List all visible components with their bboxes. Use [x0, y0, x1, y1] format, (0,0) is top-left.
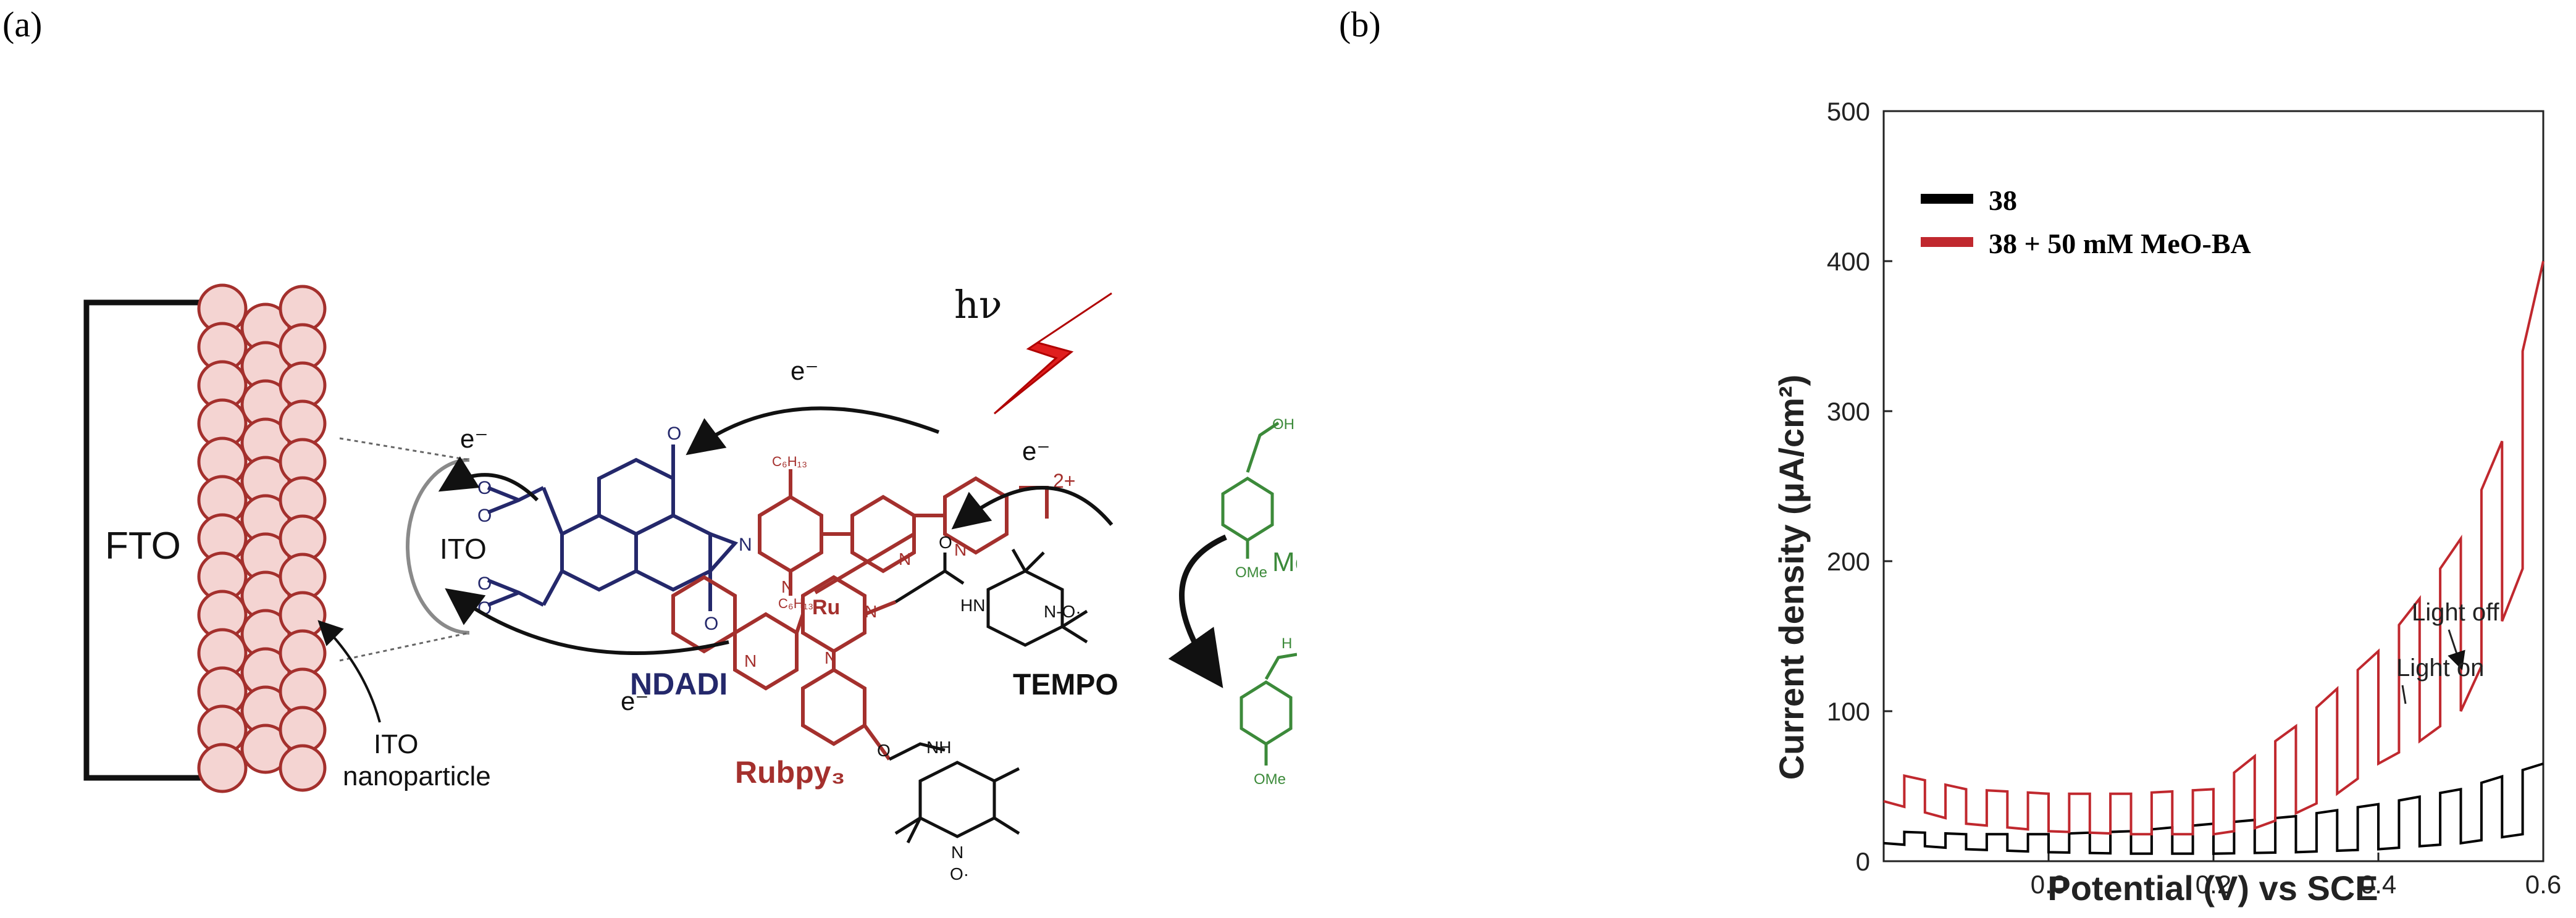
- annotation-light-on-label: Light on: [2396, 654, 2484, 682]
- y-tick-label-4: 400: [1827, 247, 1870, 276]
- x-tick-label-2: 0.4: [2360, 870, 2396, 899]
- meoba-h: H: [1282, 635, 1292, 652]
- ndadi-o1: O: [477, 478, 492, 498]
- arrow-tempo-to-rubpy: [951, 486, 1114, 530]
- rubpy-n3: N: [781, 577, 794, 596]
- ito-particle-stack: [197, 283, 327, 793]
- electron-label-4: e⁻: [1022, 436, 1051, 465]
- electron-label-3: e⁻: [621, 686, 649, 716]
- x-tick-label-1: 0.2: [2196, 870, 2231, 899]
- arrow-rubpy-to-ito: [445, 588, 729, 655]
- annotation-light-off-label: Light off: [2412, 599, 2499, 626]
- ru-label: Ru: [812, 596, 840, 619]
- c6h13-top: C₆H₁₃: [772, 454, 807, 469]
- panel-b-label: (b): [1339, 4, 1381, 44]
- lightning-bolt-icon: [993, 292, 1112, 415]
- rubpy-structure: [671, 469, 1009, 761]
- ito-label: ITO: [440, 533, 487, 565]
- oxidation-arrow: [1168, 534, 1227, 688]
- tempo-no: N-O·: [1044, 602, 1081, 621]
- meoba-ome1: OMe: [1235, 564, 1267, 581]
- annotation-light-on-arrow: [2401, 685, 2407, 704]
- rubpy-n1: N: [899, 549, 911, 569]
- arrow-rubpy-to-ndadi: [686, 406, 940, 456]
- legend-label-38: 38: [1989, 185, 2017, 216]
- ndadi-n: N: [739, 535, 752, 555]
- plot-area: [1882, 110, 2545, 862]
- x-tick-label-3: 0.6: [2525, 870, 2561, 899]
- tempo-o1: O: [939, 533, 952, 552]
- rubpy-n5: N: [824, 648, 837, 667]
- tempo-o2: O: [877, 741, 891, 760]
- series-line-0: [1883, 762, 2544, 855]
- ito-particle-36: [197, 743, 248, 793]
- y-tick-label-3: 300: [1827, 397, 1870, 426]
- annotation-light-off: Light off: [2412, 599, 2499, 670]
- x-tick-label-0: 0.0: [2031, 870, 2066, 899]
- legend: 38 38 + 50 mM MeO-BA: [1921, 185, 2251, 259]
- rubpy-n4: N: [865, 602, 877, 621]
- tempo-structure: [888, 548, 1088, 844]
- legend-label-38-meoba: 38 + 50 mM MeO-BA: [1989, 228, 2251, 259]
- meoba-ome2: OMe: [1254, 771, 1286, 788]
- meoba-structure: [1221, 421, 1297, 766]
- rubpy-n6: N: [744, 651, 757, 670]
- y-tick-label-0: 0: [1856, 847, 1870, 876]
- annotation-light-off-arrow: [2448, 629, 2465, 670]
- x-axis-label: Potential (V) vs SCE: [2047, 869, 2378, 908]
- ito-np-label-2: nanoparticle: [343, 761, 491, 791]
- tempo-nh: NH: [926, 738, 951, 757]
- ito-np-label-1: ITO: [374, 729, 419, 759]
- ndadi-label: NDADI: [630, 667, 728, 701]
- tempo-n2: N: [951, 843, 963, 862]
- meoba-label: MeO-BA: [1272, 547, 1297, 577]
- fto-label: FTO: [105, 525, 181, 567]
- tempo-label: TEMPO: [1013, 669, 1118, 701]
- y-tick-label-5: 500: [1827, 97, 1870, 126]
- y-axis-label: Current density (μA/cm²): [1772, 375, 1811, 780]
- ndadi-structure: [487, 444, 739, 611]
- tempo-hn: HN: [960, 596, 985, 615]
- ito-particle-37: [279, 744, 327, 792]
- tempo-orad: O·: [950, 864, 969, 883]
- electron-label-1: e⁻: [460, 424, 489, 453]
- c6h13-bottom: C₆H₁₃: [778, 596, 813, 611]
- electron-label-2: e⁻: [791, 356, 819, 385]
- panel-a-label: (a): [2, 4, 43, 44]
- series-line-1: [1883, 261, 2545, 836]
- ndadi-o6: O: [704, 614, 718, 634]
- y-tick-label-1: 100: [1827, 697, 1870, 726]
- hv-label: hν: [954, 282, 1002, 327]
- rubpy-label: Rubpy₃: [735, 755, 845, 790]
- circuit-wire: [83, 299, 213, 781]
- ito-nanoparticle-pointer: [317, 620, 381, 723]
- ndadi-o2: O: [477, 506, 492, 526]
- rubpy-n2: N: [954, 540, 967, 559]
- photoelectrode-schematic: FTO ITO ITO nanoparticle O O O O O O N N…: [83, 282, 1297, 883]
- y-tick-label-2: 200: [1827, 547, 1870, 576]
- annotation-light-on: Light on: [2396, 654, 2484, 704]
- arrow-ndadi-to-ito: [438, 456, 539, 502]
- ndadi-o5: O: [667, 424, 681, 444]
- meoba-oh: OH: [1272, 416, 1294, 433]
